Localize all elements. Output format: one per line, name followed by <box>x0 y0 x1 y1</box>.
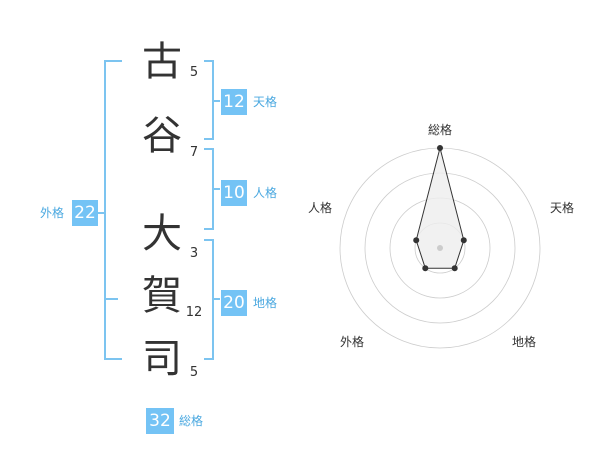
radar-label-gaikaku: 外格 <box>340 334 364 349</box>
gaikaku-bracket-divider <box>104 298 118 300</box>
jinkaku-bracket <box>204 148 214 230</box>
tenkaku-label: 天格 <box>253 95 278 109</box>
gaikaku-bracket <box>104 60 122 360</box>
gaikaku-label: 外格 <box>40 206 65 220</box>
chikaku-label: 地格 <box>253 296 278 310</box>
tenkaku-bracket <box>204 60 214 140</box>
radar-point <box>460 237 467 244</box>
soukaku-label: 総格 <box>179 414 204 428</box>
stroke-count-4: 12 <box>185 305 203 320</box>
gaikaku-bracket-tick <box>98 212 104 214</box>
radar-point <box>413 237 420 244</box>
tenkaku-bracket-tick <box>214 100 220 102</box>
jinkaku-bracket-tick <box>214 188 220 190</box>
radar-points <box>413 145 467 272</box>
radar-label-tenkaku: 天格 <box>550 200 574 215</box>
radar-point <box>422 265 429 272</box>
radar-point <box>451 265 458 272</box>
jinkaku-label: 人格 <box>253 186 278 200</box>
chikaku-value-badge: 20 <box>221 290 247 316</box>
radar-point <box>437 145 443 151</box>
radar-center-dot <box>437 245 443 251</box>
chikaku-bracket-tick <box>214 298 220 300</box>
gaikaku-value-badge: 22 <box>72 200 98 226</box>
jinkaku-value-badge: 10 <box>221 180 247 206</box>
radar-chart: 総格 天格 地格 外格 人格 <box>308 122 574 349</box>
name-char-1: 古 <box>142 39 182 85</box>
name-char-4: 賀 <box>142 273 182 319</box>
radar-polygon <box>415 147 465 269</box>
name-char-3: 大 <box>142 211 182 257</box>
name-char-2: 谷 <box>142 113 182 159</box>
stroke-count-1: 5 <box>189 65 199 80</box>
radar-label-jinkaku: 人格 <box>308 200 332 215</box>
chikaku-bracket <box>204 239 214 360</box>
stroke-count-2: 7 <box>189 145 199 160</box>
stroke-count-5: 5 <box>189 365 199 380</box>
soukaku-value-badge: 32 <box>146 408 174 434</box>
radar-label-soukaku: 総格 <box>428 122 452 137</box>
stroke-count-3: 3 <box>189 246 199 261</box>
radar-label-chikaku: 地格 <box>512 334 536 349</box>
name-char-5: 司 <box>142 336 182 382</box>
tenkaku-value-badge: 12 <box>221 89 247 115</box>
